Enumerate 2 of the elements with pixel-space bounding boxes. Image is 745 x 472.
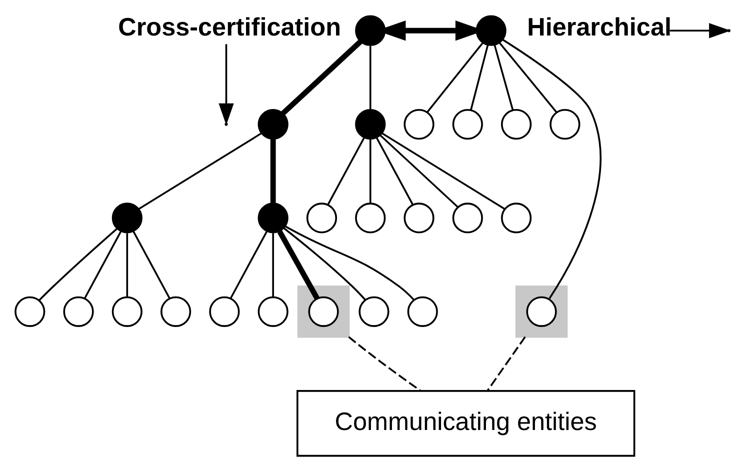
node-text: Hierarchical (527, 13, 672, 42)
node-text: Cross-certification (118, 13, 341, 42)
